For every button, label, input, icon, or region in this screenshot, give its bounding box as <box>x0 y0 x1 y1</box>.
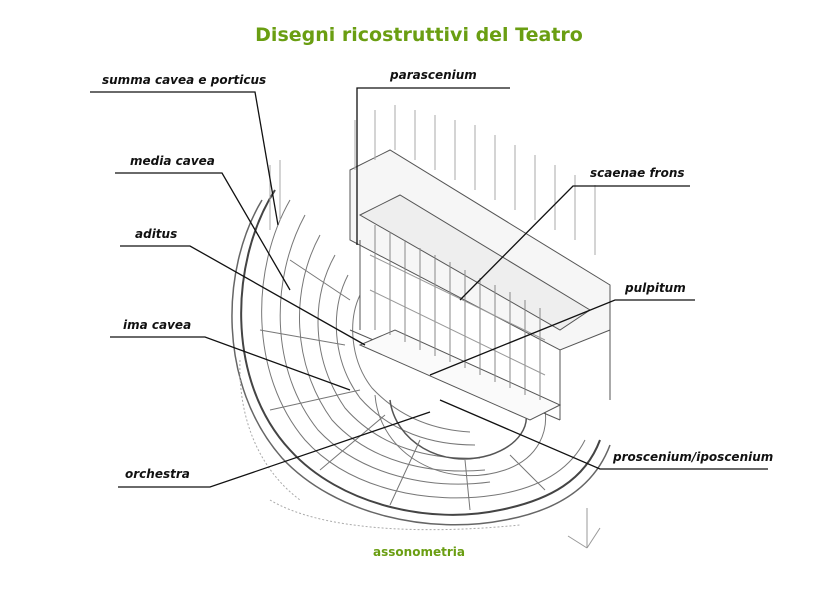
caption: assonometria <box>373 545 465 559</box>
leader-lines <box>90 87 768 488</box>
pulpitum-platform <box>358 329 562 421</box>
label-pulpitum: pulpitum <box>625 281 686 295</box>
label-aditus: aditus <box>135 227 178 241</box>
axis-indicator <box>567 508 601 549</box>
label-ima-cavea: ima cavea <box>123 318 192 332</box>
scaenae-frons-columns <box>374 225 541 400</box>
label-parascenium: parascenium <box>390 68 477 82</box>
label-proscenium: proscenium/iposcenium <box>613 450 774 464</box>
page-title: Disegni ricostruttivi del Teatro <box>255 24 583 46</box>
label-media-cavea: media cavea <box>130 154 215 168</box>
cavea-outer-wall <box>240 189 601 516</box>
orchestra-arc <box>389 399 527 460</box>
label-summa-cavea: summa cavea e porticus <box>102 73 267 87</box>
label-orchestra: orchestra <box>125 467 190 481</box>
label-scaenae-frons: scaenae frons <box>590 166 685 180</box>
